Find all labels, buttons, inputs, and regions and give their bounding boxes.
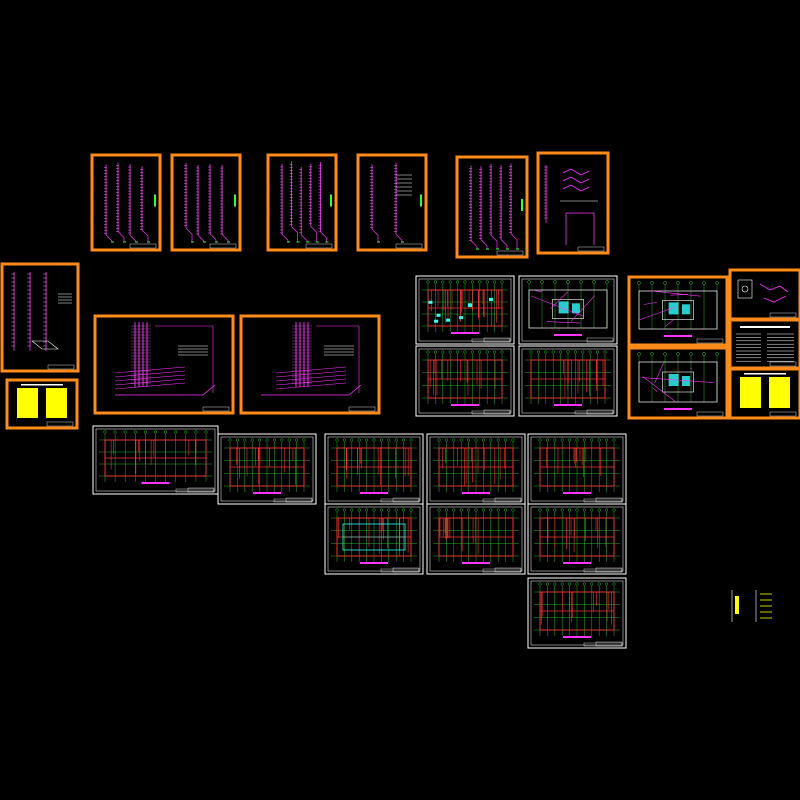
- sheet-frame: [627, 346, 729, 420]
- sheet-plan-mid-2[interactable]: [518, 345, 618, 417]
- title-block: [586, 337, 614, 343]
- title-block: [348, 406, 376, 412]
- title-block: [696, 411, 724, 417]
- sheet-frame: [93, 314, 235, 415]
- sheet-floor-plan-7[interactable]: [426, 503, 526, 575]
- sheet-legend-fragment[interactable]: [731, 590, 772, 622]
- sheet-frame: [627, 275, 729, 347]
- sheet-plan-mid-1[interactable]: [415, 345, 515, 417]
- title-block: [496, 250, 524, 256]
- sheet-riser-diagram-4[interactable]: [356, 153, 428, 252]
- sheet-frame: [324, 503, 424, 575]
- title-block: [209, 243, 237, 249]
- sheet-riser-diagram-1[interactable]: [90, 153, 162, 252]
- sheet-riser-diagram-6[interactable]: [536, 151, 610, 255]
- title-block: [305, 243, 333, 249]
- title-block: [392, 497, 420, 503]
- title-block: [696, 338, 724, 344]
- title-block: [769, 411, 797, 417]
- sheet-plan-top-1[interactable]: [415, 275, 515, 345]
- sheet-frame: [217, 433, 317, 505]
- title-block: [769, 361, 797, 367]
- sheet-frame: [415, 345, 515, 417]
- title-block: [187, 487, 215, 493]
- title-block: [595, 497, 623, 503]
- sheet-iso-system-2[interactable]: [239, 314, 381, 415]
- sheet-floor-plan-5[interactable]: [527, 433, 627, 505]
- sheet-frame: [266, 153, 338, 252]
- sheet-frame: [170, 153, 242, 252]
- title-block: [483, 409, 511, 415]
- sheet-notes-sheet-yellow[interactable]: [5, 378, 79, 430]
- title-block: [494, 497, 522, 503]
- sheet-notes-right-yellow[interactable]: [728, 367, 800, 420]
- sheet-plan-mid-3[interactable]: [627, 346, 729, 420]
- sheet-frame: [518, 275, 618, 345]
- title-block: [769, 312, 797, 318]
- sheet-frame: [415, 275, 515, 345]
- sheet-frame: [455, 155, 529, 259]
- title-block: [395, 243, 423, 249]
- title-block: [46, 421, 74, 427]
- sheet-frame: [239, 314, 381, 415]
- sheet-iso-system-1[interactable]: [93, 314, 235, 415]
- sheet-floor-plan-4[interactable]: [426, 433, 526, 505]
- title-block: [202, 406, 230, 412]
- sheet-notes-right-1[interactable]: [728, 318, 800, 370]
- sheet-frame: [5, 378, 79, 430]
- sheet-plan-top-2[interactable]: [518, 275, 618, 345]
- sheet-system-diagram-left[interactable]: [0, 262, 80, 373]
- title-block: [586, 409, 614, 415]
- sheet-frame: [518, 345, 618, 417]
- sheet-frame: [90, 153, 162, 252]
- title-block: [392, 567, 420, 573]
- title-block: [47, 364, 75, 370]
- sheet-detail-top-right[interactable]: [728, 268, 800, 321]
- sheet-frame: [728, 268, 800, 321]
- sheet-riser-diagram-2[interactable]: [170, 153, 242, 252]
- sheet-floor-plan-6[interactable]: [324, 503, 424, 575]
- title-block: [129, 243, 157, 249]
- sheet-floor-plan-9[interactable]: [527, 577, 627, 649]
- sheet-frame: [527, 577, 627, 649]
- sheet-riser-diagram-3[interactable]: [266, 153, 338, 252]
- sheet-floor-plan-3[interactable]: [324, 433, 424, 505]
- title-block: [595, 641, 623, 647]
- sheet-frame: [527, 503, 627, 575]
- title-block: [494, 567, 522, 573]
- sheet-frame: [728, 367, 800, 420]
- title-block: [285, 497, 313, 503]
- title-block: [595, 567, 623, 573]
- sheet-floor-plan-2[interactable]: [217, 433, 317, 505]
- title-block: [483, 337, 511, 343]
- title-block: [577, 246, 605, 252]
- sheet-frame: [426, 503, 526, 575]
- sheet-floor-plan-8[interactable]: [527, 503, 627, 575]
- sheet-floor-plan-1[interactable]: [92, 425, 219, 495]
- sheet-riser-diagram-5[interactable]: [455, 155, 529, 259]
- sheet-frame: [0, 262, 80, 373]
- sheet-frame: [356, 153, 428, 252]
- sheet-plan-top-3[interactable]: [627, 275, 729, 347]
- sheet-frame: [536, 151, 610, 255]
